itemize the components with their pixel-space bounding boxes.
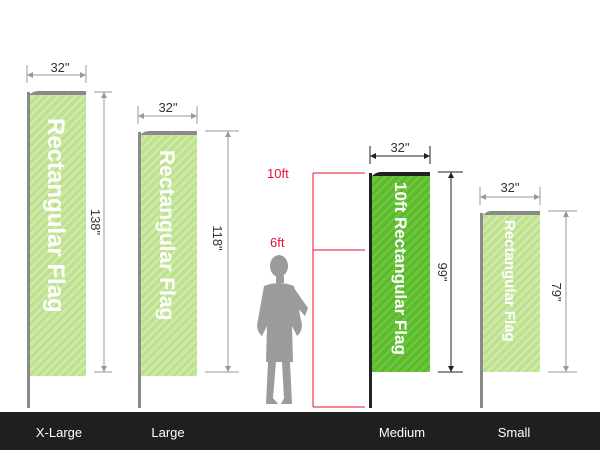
marker-10ft: 10ft <box>267 166 289 181</box>
flag-body <box>141 135 197 376</box>
flag-small: 32" Rectangular Flag 79" <box>479 180 577 408</box>
footer-bar <box>0 412 600 450</box>
human-scale: 10ft 6ft <box>257 166 365 408</box>
flag-body <box>372 176 430 372</box>
flag-text: Rectangular Flag <box>42 118 69 313</box>
flag-pole <box>27 92 30 408</box>
flag-large: 32" Rectangular Flag 118" <box>137 100 239 408</box>
pole-top-bar <box>372 172 430 176</box>
size-footer: X-Large Large Medium Small <box>0 412 600 450</box>
marker-6ft: 6ft <box>270 235 285 250</box>
flag-pole <box>369 173 372 408</box>
flag-x-large: 32" Rectangular Flag 138" <box>26 60 112 408</box>
pole-top-bar <box>141 131 197 135</box>
flag-body <box>483 215 540 372</box>
flag-body <box>30 95 86 376</box>
width-label: 32" <box>50 60 69 75</box>
width-label: 32" <box>390 140 409 155</box>
flag-medium: 32" 10ft Rectangular Flag 99" <box>369 140 463 408</box>
flag-text: 10ft Rectangular Flag <box>391 182 410 355</box>
size-label-small: Small <box>498 425 531 440</box>
height-label: 79" <box>549 282 564 301</box>
flag-pole <box>138 132 141 408</box>
size-label-medium: Medium <box>379 425 425 440</box>
width-label: 32" <box>158 100 177 115</box>
size-label-x-large: X-Large <box>36 425 82 440</box>
width-label: 32" <box>500 180 519 195</box>
woman-silhouette-icon <box>257 255 308 404</box>
height-label: 118" <box>210 225 225 251</box>
flag-pole <box>480 213 483 408</box>
height-label: 99" <box>435 262 450 281</box>
size-label-large: Large <box>151 425 184 440</box>
flag-text: Rectangular Flag <box>155 150 178 320</box>
pole-top-bar <box>30 91 86 95</box>
pole-top-bar <box>483 211 540 215</box>
flag-text: Rectangular Flag <box>501 220 518 342</box>
height-label: 138" <box>88 209 103 236</box>
